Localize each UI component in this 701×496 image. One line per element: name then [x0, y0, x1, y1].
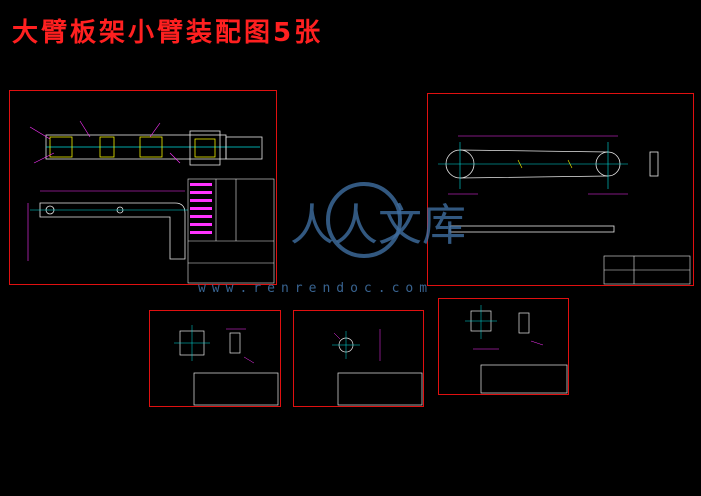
drawing-sheet-3[interactable]	[149, 310, 281, 407]
watermark-logo-text: 人人文库	[290, 200, 466, 251]
drawing-sheet-4-graphics	[332, 329, 423, 406]
drawing-sheet-2[interactable]	[427, 93, 694, 286]
watermark-logo: 人人文库	[290, 182, 466, 258]
drawing-sheet-1[interactable]	[9, 90, 277, 285]
drawing-sheet-5-graphics	[465, 305, 568, 394]
drawing-sheet-1-graphics	[27, 120, 275, 284]
page-title: 大臂板架小臂装配图5张	[12, 18, 324, 48]
drawing-sheet-5[interactable]	[438, 298, 569, 395]
drawing-sheet-4[interactable]	[293, 310, 424, 407]
drawing-sheet-2-graphics	[438, 135, 691, 285]
drawing-sheet-3-graphics	[174, 325, 279, 406]
watermark-text: www.renrendoc.com	[198, 281, 434, 296]
